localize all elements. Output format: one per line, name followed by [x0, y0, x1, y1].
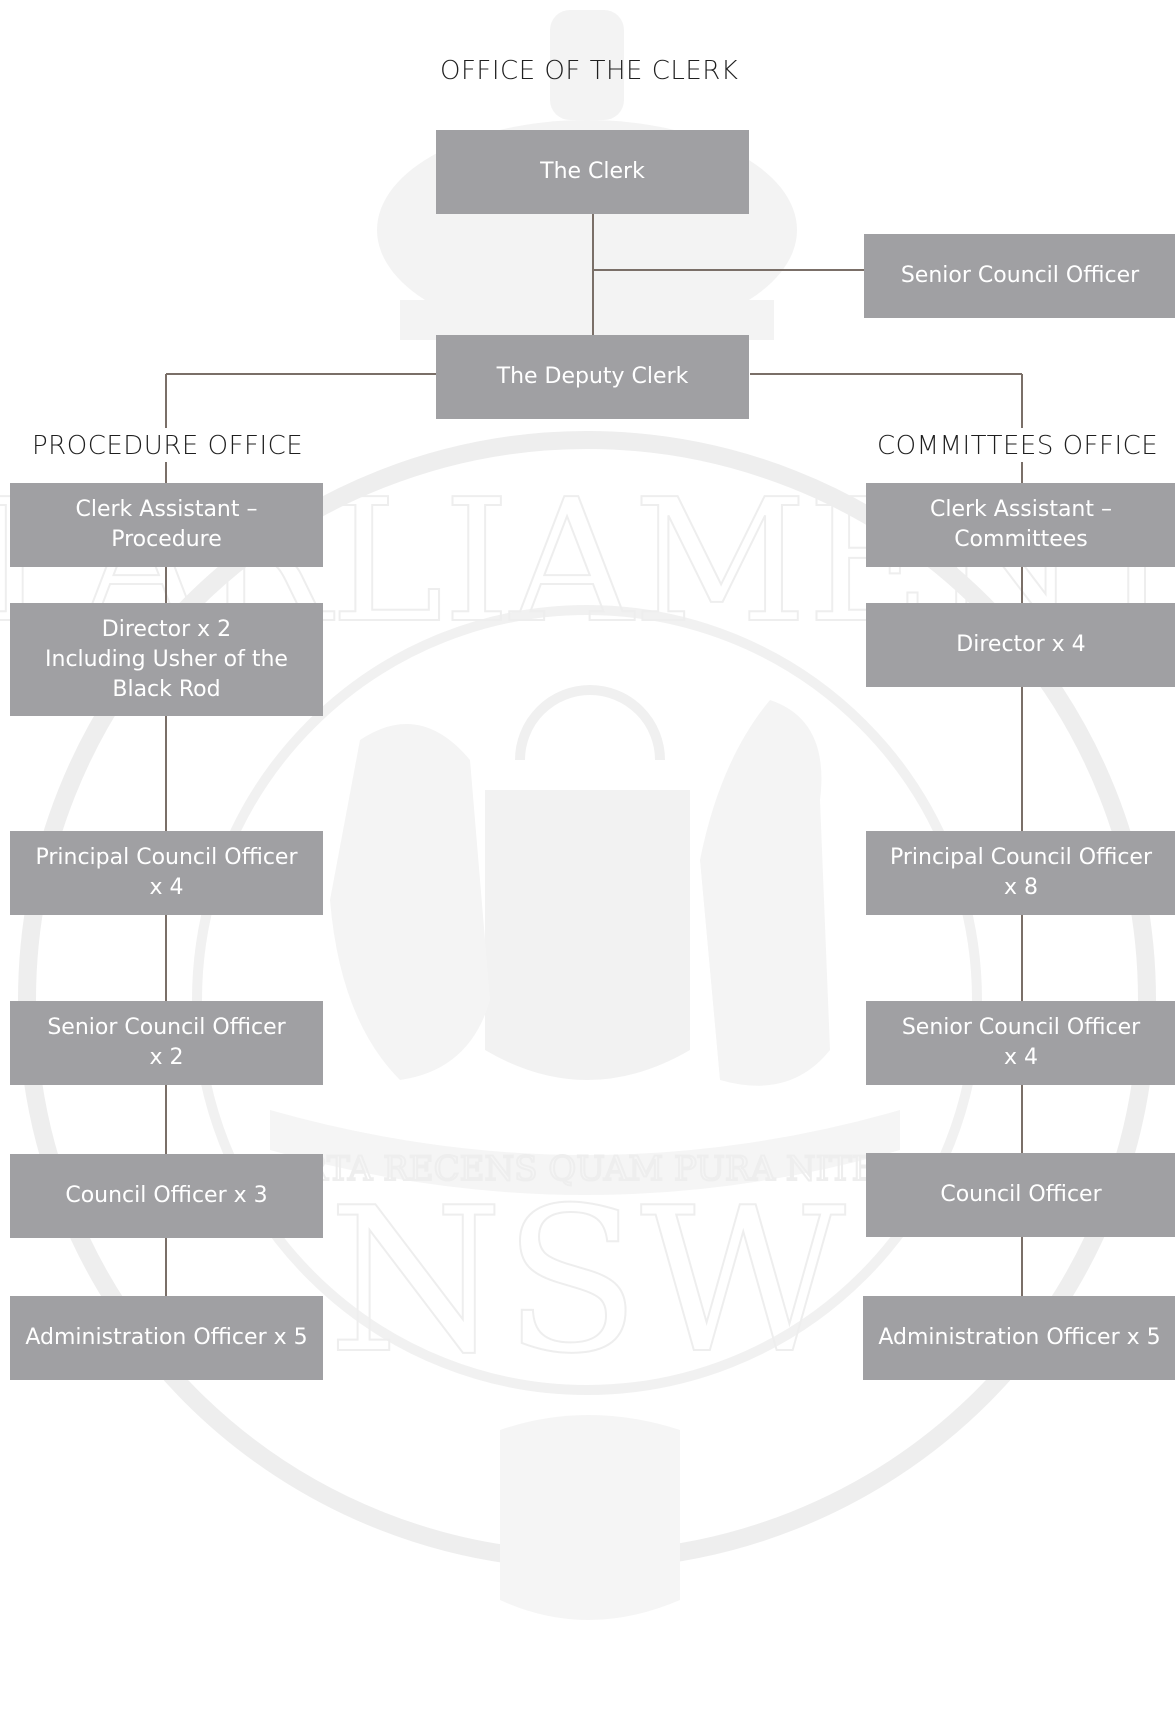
procedure-clerk-assistant-box: Clerk Assistant – Procedure: [10, 483, 323, 567]
committees-senior-council-officer-box: Senior Council Officer x 4: [866, 1001, 1175, 1085]
committees-director-box: Director x 4: [866, 603, 1175, 687]
procedure-council-officer-box: Council Officer x 3: [10, 1154, 323, 1238]
committees-clerk-assistant-box: Clerk Assistant – Committees: [866, 483, 1175, 567]
procedure-office-heading: PROCEDURE OFFICE: [32, 431, 304, 461]
committees-council-officer-box: Council Officer: [866, 1153, 1175, 1237]
motto-text: ORTA RECENS QUAM PURA NITES: [274, 1149, 900, 1189]
rising-sun-icon: [515, 685, 665, 761]
nsw-text: NSW: [328, 1165, 846, 1398]
procedure-senior-council-officer-box: Senior Council Officer x 2: [10, 1001, 323, 1085]
kangaroo-icon: [700, 700, 830, 1086]
lion-icon: [330, 724, 490, 1080]
senior-council-officer-box: Senior Council Officer: [864, 234, 1175, 318]
clerk-box: The Clerk: [436, 130, 749, 214]
committees-office-heading: COMMITTEES OFFICE: [877, 431, 1159, 461]
motto-ribbon: [270, 1110, 900, 1195]
procedure-principal-council-officer-box: Principal Council Officer x 4: [10, 831, 323, 915]
procedure-director-box: Director x 2 Including Usher of the Blac…: [10, 603, 323, 716]
committees-administration-officer-box: Administration Officer x 5: [863, 1296, 1175, 1380]
shield-icon: [485, 790, 690, 1080]
crest-inner-ring: [192, 605, 982, 1395]
scroll-icon: [500, 1415, 680, 1620]
procedure-administration-officer-box: Administration Officer x 5: [10, 1296, 323, 1380]
committees-principal-council-officer-box: Principal Council Officer x 8: [866, 831, 1175, 915]
deputy-clerk-box: The Deputy Clerk: [436, 335, 749, 419]
office-of-clerk-heading: OFFICE OF THE CLERK: [440, 56, 739, 86]
